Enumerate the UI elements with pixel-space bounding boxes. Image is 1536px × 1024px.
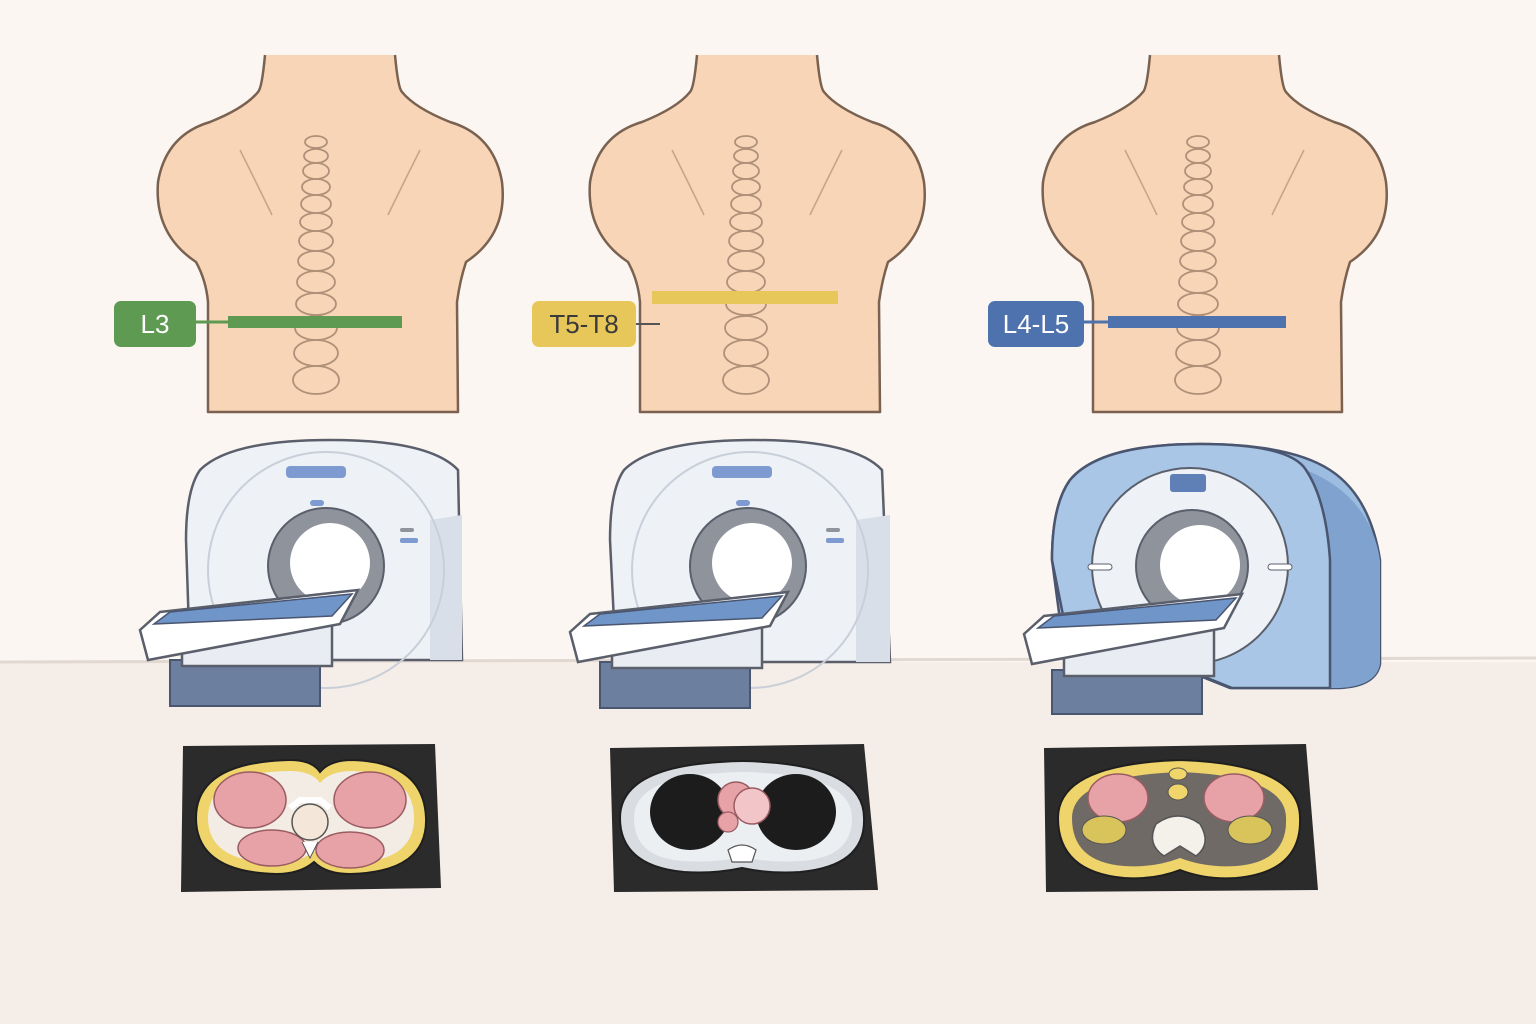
panel-thoracic-ct: T5-T8 [532, 54, 926, 892]
level-badge [988, 301, 1084, 347]
level-label: T5-T8 [549, 309, 618, 339]
mri-scanner [1022, 442, 1382, 715]
table-pad [151, 593, 354, 625]
aorta [717, 811, 739, 833]
ct-scanner [568, 438, 892, 709]
gantry-display [712, 466, 772, 478]
torso-back [1041, 54, 1388, 414]
scapula-line [1271, 149, 1305, 216]
level-band [1108, 316, 1286, 328]
ct-scanner [138, 438, 464, 707]
scan-slice [1044, 744, 1318, 892]
muscle [333, 771, 407, 829]
muscle [237, 829, 307, 867]
scapula-line [809, 149, 843, 216]
level-badge [114, 301, 196, 347]
muscle [213, 771, 287, 829]
panel-lumbar-ct: L3 [114, 54, 504, 892]
muscle [1203, 773, 1265, 823]
scan-slice [181, 744, 441, 892]
lung [756, 774, 836, 850]
scan-slice [610, 744, 878, 892]
level-band [228, 316, 402, 328]
organ [1227, 815, 1273, 845]
level-label: L4-L5 [1003, 309, 1070, 339]
vertebra [1151, 815, 1206, 857]
lung [650, 774, 730, 850]
torso-back [156, 54, 504, 414]
level-label: L3 [141, 309, 170, 339]
muscle [315, 831, 385, 869]
scapula-line [671, 149, 705, 216]
scapula-line [387, 149, 421, 216]
level-badge [532, 301, 636, 347]
level-band [652, 291, 838, 304]
table-pad [581, 595, 784, 627]
vertebra [291, 803, 329, 841]
organ [1081, 815, 1127, 845]
vertebra [727, 844, 757, 863]
table-pad [1035, 597, 1238, 629]
scapula-line [1124, 149, 1158, 216]
muscle [1087, 773, 1149, 823]
scapula-line [239, 149, 273, 216]
heart [733, 787, 771, 825]
scanner-base [169, 659, 321, 707]
panel-lumbar-mri: L4-L5 [988, 54, 1388, 892]
scanner-base [1051, 669, 1203, 715]
gantry-display [1170, 474, 1206, 492]
gantry-display [286, 466, 346, 478]
